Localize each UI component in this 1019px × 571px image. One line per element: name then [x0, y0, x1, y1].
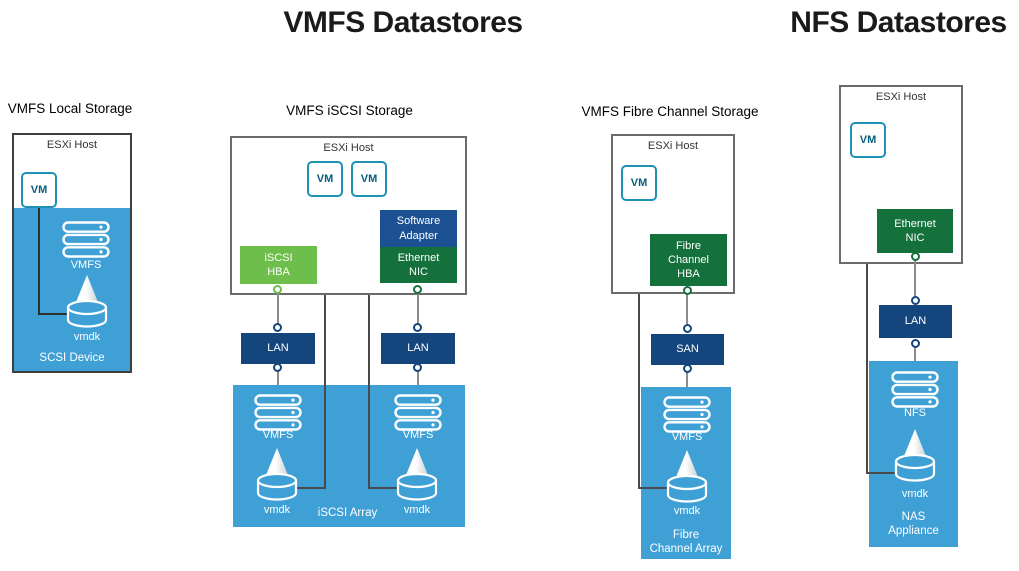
fc-array-label: Fibre Channel Array: [649, 529, 723, 556]
iscsi-subtitle: VMFS iSCSI Storage: [286, 103, 413, 118]
connector-line: [38, 313, 68, 315]
connector-line: [368, 197, 370, 489]
connector-circle: [413, 363, 422, 372]
connector-line: [866, 158, 868, 474]
vmfs-label: VMFS: [402, 429, 434, 441]
storage-disks-icon: [62, 221, 110, 258]
scsi-device-label: SCSI Device: [39, 352, 105, 364]
vmdk-icon: [255, 447, 299, 503]
connector-circle: [273, 323, 282, 332]
iscsi-array-label: iSCSI Array: [317, 507, 378, 519]
nas-appliance-label: NAS Appliance: [888, 511, 939, 538]
software-adapter-box: Software Adapter: [380, 210, 457, 247]
connector-line: [866, 472, 897, 474]
connector-line: [686, 292, 688, 324]
vmdk-label: vmdk: [403, 504, 431, 516]
lan-box: LAN: [381, 333, 455, 364]
vmfs-label: VMFS: [671, 431, 703, 443]
storage-disks-icon: [891, 371, 939, 408]
connector-circle: [683, 364, 692, 373]
esxi-host-label: ESXi Host: [46, 139, 98, 151]
vmdk-label: vmdk: [901, 488, 929, 500]
nfs-label: NFS: [904, 407, 926, 419]
connector-circle: [683, 286, 692, 295]
connector-circle: [911, 296, 920, 305]
vmfs-label: VMFS: [70, 259, 102, 271]
vmdk-label: vmdk: [73, 331, 101, 343]
connector-line: [368, 487, 398, 489]
storage-disks-icon: [394, 394, 442, 431]
vmdk-icon: [395, 447, 439, 503]
connector-line: [324, 197, 326, 489]
connector-circle: [273, 363, 282, 372]
ethernet-nic-box: Ethernet NIC: [380, 247, 457, 283]
connector-line: [638, 201, 640, 489]
nfs-datastores-title: NFS Datastores: [790, 6, 1007, 39]
connector-line: [686, 372, 688, 397]
esxi-host-label: ESXi Host: [323, 142, 374, 154]
vmfs-datastores-title: VMFS Datastores: [283, 6, 523, 39]
connector-line: [417, 291, 419, 325]
san-box: SAN: [651, 334, 724, 365]
connector-line: [417, 371, 419, 395]
connector-line: [914, 259, 916, 297]
storage-disks-icon: [663, 396, 711, 433]
vm-box: VM: [621, 165, 657, 201]
esxi-host-label: ESXi Host: [647, 140, 699, 152]
vmdk-label: vmdk: [263, 504, 291, 516]
lan-box: LAN: [879, 305, 952, 338]
vmfs-label: VMFS: [262, 429, 294, 441]
connector-line: [38, 206, 40, 314]
vmdk-icon: [65, 274, 109, 330]
iscsi-hba-box: iSCSI HBA: [240, 246, 317, 284]
vmdk-label: vmdk: [673, 505, 701, 517]
fc-subtitle: VMFS Fibre Channel Storage: [581, 104, 759, 119]
connector-line: [914, 346, 916, 370]
connector-circle: [273, 285, 282, 294]
connector-circle: [413, 285, 422, 294]
vm-box: VM: [850, 122, 886, 158]
connector-line: [277, 371, 279, 395]
ethernet-nic-box: Ethernet NIC: [877, 209, 953, 253]
local-subtitle: VMFS Local Storage: [7, 101, 133, 116]
connector-line: [277, 291, 279, 325]
connector-line: [368, 385, 370, 489]
vm-box: VM: [307, 161, 343, 197]
connector-circle: [911, 252, 920, 261]
connector-line: [638, 487, 669, 489]
fibre-channel-hba-box: Fibre Channel HBA: [650, 234, 727, 286]
connector-circle: [683, 324, 692, 333]
connector-circle: [911, 339, 920, 348]
connector-circle: [413, 323, 422, 332]
vmdk-icon: [665, 449, 709, 505]
esxi-host-label: ESXi Host: [875, 91, 927, 103]
vm-box: VM: [21, 172, 57, 208]
storage-disks-icon: [254, 394, 302, 431]
connector-line: [324, 385, 326, 489]
lan-box: LAN: [241, 333, 315, 364]
vmdk-icon: [893, 428, 937, 484]
connector-line: [296, 487, 326, 489]
vm-box: VM: [351, 161, 387, 197]
